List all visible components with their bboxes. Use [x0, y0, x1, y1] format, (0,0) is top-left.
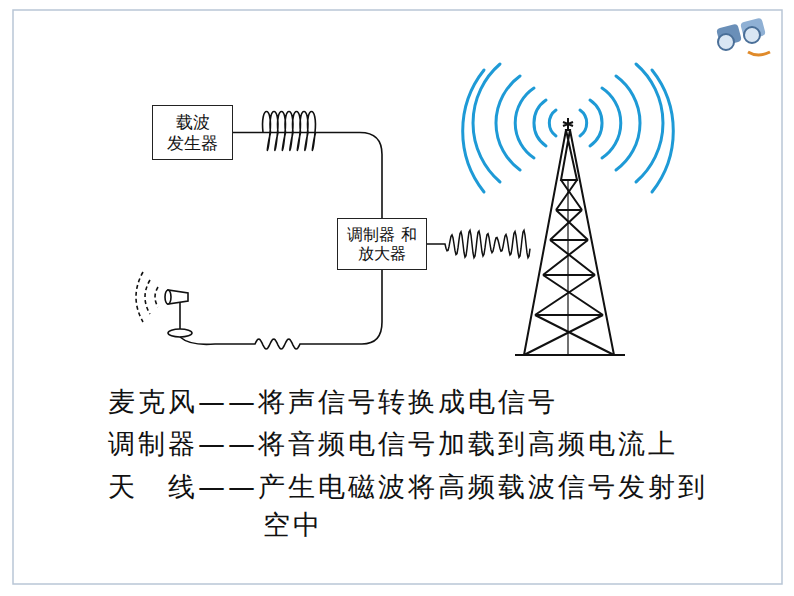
box-label: 载波 发生器 — [166, 112, 220, 153]
binoculars-icon — [716, 17, 770, 55]
description-text: 天 线——产生电磁波将高频载波信号发射到空中 — [108, 468, 733, 544]
page-frame — [13, 10, 782, 584]
radio-waves — [463, 64, 674, 192]
microphone — [136, 272, 192, 337]
process-box: 载波 发生器 — [152, 105, 233, 160]
modulated-wave — [427, 230, 530, 257]
description-text: 调制器——将音频电信号加载到高频电流上 — [108, 425, 768, 463]
description-text: 麦克风——将声信号转换成电信号 — [108, 383, 768, 421]
audio-wire — [180, 270, 382, 349]
box-label: 调制器 和放大器 — [347, 225, 417, 263]
process-box: 调制器 和放大器 — [337, 218, 427, 270]
signal-wire — [233, 133, 382, 219]
antenna-tower — [515, 118, 625, 355]
carrier-wave — [263, 112, 316, 151]
